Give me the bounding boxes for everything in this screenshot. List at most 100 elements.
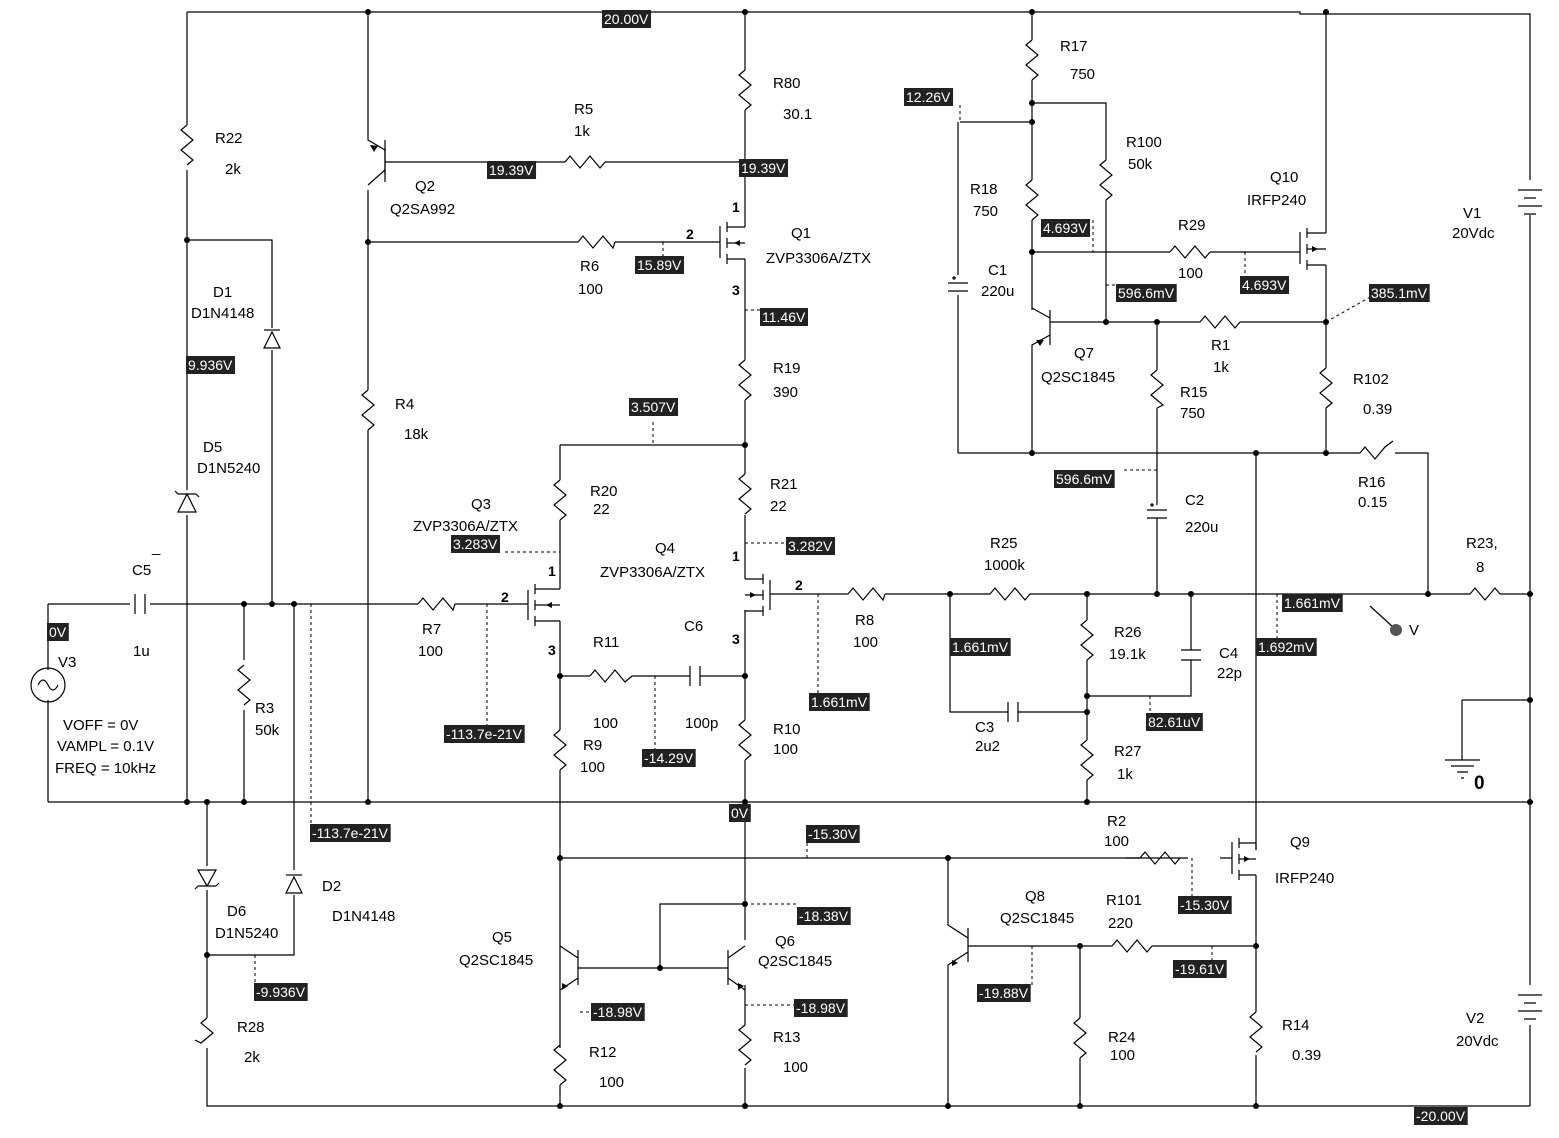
q4-pin-2: 2 <box>795 577 803 593</box>
r101-value: 220 <box>1108 915 1133 932</box>
d6-value: D1N5240 <box>215 925 278 942</box>
q4-ref: Q4 <box>655 540 675 557</box>
svg-text:3.283V: 3.283V <box>453 536 498 552</box>
resistor-r27 <box>1080 739 1094 781</box>
q6-ref: Q6 <box>775 933 795 950</box>
resistor-r29 <box>1169 245 1211 259</box>
q3-pin-3: 3 <box>548 642 556 658</box>
q2-value: Q2SA992 <box>390 201 455 218</box>
d5-ref: D5 <box>203 439 222 456</box>
voltage-label-output: 1.661mV <box>1282 594 1343 612</box>
voltage-label-q6-emitter: -18.98V <box>794 999 848 1017</box>
r26-ref: R26 <box>1114 624 1142 641</box>
r101-ref: R101 <box>1106 892 1142 909</box>
capacitor-c1 <box>948 276 968 292</box>
q9-ref: Q9 <box>1290 834 1310 851</box>
q9-value: IRFP240 <box>1275 870 1334 887</box>
svg-text:596.6mV: 596.6mV <box>1056 471 1113 487</box>
r16-ref: R16 <box>1358 474 1386 491</box>
q7-ref: Q7 <box>1074 345 1094 362</box>
dc-source-v1 <box>1518 189 1542 215</box>
voltage-label-d6: -9.936V <box>254 983 308 1001</box>
svg-text:15.89V: 15.89V <box>637 257 682 273</box>
svg-text:-18.98V: -18.98V <box>593 1004 643 1020</box>
r28-value: 2k <box>244 1049 260 1066</box>
q8-ref: Q8 <box>1025 888 1045 905</box>
voltage-label-q5-emitter: -18.98V <box>591 1003 645 1021</box>
v3-freq: FREQ = 10kHz <box>55 760 156 777</box>
svg-text:4.693V: 4.693V <box>1043 220 1088 236</box>
c5-ref: C5 <box>132 562 151 579</box>
resistor-r19 <box>738 359 752 401</box>
v2-ref: V2 <box>1466 1010 1484 1027</box>
labels: R80 30.1 R5 1k R22 2k Q2 Q2SA992 Q1 ZVP3… <box>55 38 1499 1091</box>
r13-ref: R13 <box>773 1029 801 1046</box>
voltage-label-q1-gate: 15.89V <box>635 256 685 274</box>
voltage-label-q3-source: 3.283V <box>451 535 501 553</box>
c2-ref: C2 <box>1185 492 1204 509</box>
r11-value: 100 <box>593 715 618 732</box>
c1-ref: C1 <box>988 262 1007 279</box>
mosfet-q3 <box>527 580 561 630</box>
svg-text:19.39V: 19.39V <box>741 160 786 176</box>
resistor-r26 <box>1080 619 1094 661</box>
r10-ref: R10 <box>773 721 801 738</box>
probe-leaders <box>254 105 1373 1013</box>
voltage-label-r80-bottom: 19.39V <box>739 159 789 177</box>
c6-value: 100p <box>685 715 718 732</box>
q3-ref: Q3 <box>471 496 491 513</box>
d2-value: D1N4148 <box>332 908 395 925</box>
q8-value: Q2SC1845 <box>1000 910 1074 927</box>
resistor-r13 <box>738 1024 752 1066</box>
mosfet-q10 <box>1299 228 1327 270</box>
r18-value: 750 <box>973 203 998 220</box>
resistor-r25 <box>989 587 1031 601</box>
voltage-label-r19-bottom: 3.507V <box>629 398 679 416</box>
mosfet-q9 <box>1231 838 1257 880</box>
svg-text:0V: 0V <box>731 805 749 821</box>
ac-source-v3 <box>30 667 66 703</box>
r102-value: 0.39 <box>1363 401 1392 418</box>
r21-value: 22 <box>770 498 787 515</box>
v3-voff: VOFF = 0V <box>63 717 138 734</box>
r11-ref: R11 <box>593 634 619 651</box>
capacitor-c5 <box>134 594 146 614</box>
c5-minus: _ <box>151 539 161 556</box>
r1-value: 1k <box>1213 359 1229 376</box>
q5-ref: Q5 <box>492 929 512 946</box>
voltage-label-d1: 9.936V <box>186 356 236 374</box>
r20-value: 22 <box>593 501 610 518</box>
r2-ref: R2 <box>1107 813 1126 830</box>
q7-value: Q2SC1845 <box>1041 369 1115 386</box>
svg-text:-19.61V: -19.61V <box>1175 961 1225 977</box>
r20-ref: R20 <box>590 483 618 500</box>
svg-text:1.692mV: 1.692mV <box>1258 639 1315 655</box>
resistor-r17 <box>1025 39 1039 81</box>
q1-pin-1: 1 <box>732 199 740 215</box>
d5-value: D1N5240 <box>197 460 260 477</box>
diodes <box>174 329 303 894</box>
r18-ref: R18 <box>970 181 998 198</box>
svg-text:-15.30V: -15.30V <box>1180 897 1230 913</box>
q3-value: ZVP3306A/ZTX <box>413 518 518 535</box>
transistor-q5 <box>559 945 579 991</box>
r4-ref: R4 <box>395 396 414 413</box>
svg-text:-113.7e-21V: -113.7e-21V <box>312 825 389 841</box>
capacitor-c6 <box>689 666 701 686</box>
resistor-r80 <box>738 69 752 111</box>
voltage-label-q1-drain: 11.46V <box>760 308 808 326</box>
voltage-label-q7-collector: 596.6mV <box>1116 284 1177 302</box>
ground-symbol <box>1445 759 1480 779</box>
r5-ref: R5 <box>574 101 593 118</box>
voltage-label-q8-base: -19.88V <box>977 984 1031 1002</box>
r27-value: 1k <box>1117 766 1133 783</box>
svg-text:12.26V: 12.26V <box>906 89 951 105</box>
resistor-r10 <box>738 719 752 761</box>
voltage-label-feedback: 82.61uV <box>1146 713 1203 731</box>
r23-value: 8 <box>1476 559 1484 576</box>
svg-text:-14.29V: -14.29V <box>644 750 694 766</box>
svg-text:11.46V: 11.46V <box>762 309 806 325</box>
q4-pin-3: 3 <box>732 631 740 647</box>
resistor-r28 <box>194 1017 214 1050</box>
r23-ref: R23, <box>1466 535 1498 552</box>
